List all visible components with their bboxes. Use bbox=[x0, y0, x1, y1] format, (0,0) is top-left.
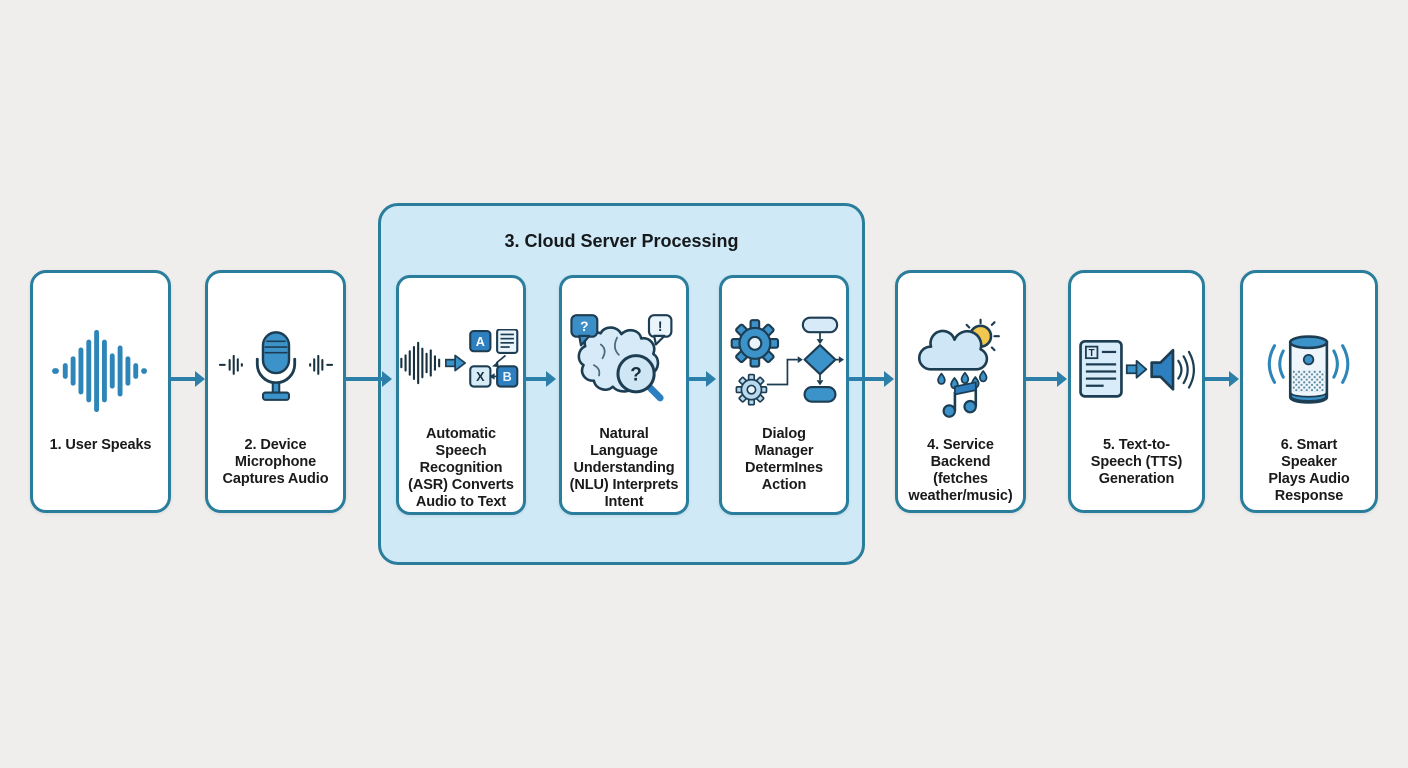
arrow-cloud-to-step4 bbox=[846, 371, 894, 387]
arrow-step5-to-step6 bbox=[1205, 371, 1239, 387]
step-card-service-backend: 4. Service Backend (fetches weather/musi… bbox=[895, 270, 1026, 513]
svg-text:?: ? bbox=[630, 365, 642, 386]
step-card-dialog-manager: Dialog Manager DetermInes Action bbox=[719, 275, 849, 515]
microphone-icon bbox=[215, 309, 337, 433]
step-label-nlu: Natural Language Understanding (NLU) Int… bbox=[569, 426, 679, 510]
gears-flowchart-icon bbox=[724, 304, 844, 422]
svg-text:!: ! bbox=[658, 319, 663, 334]
brain-analysis-icon: ? ! ? bbox=[568, 304, 680, 422]
arrow-asr-to-nlu bbox=[523, 371, 556, 387]
arrow-step2-to-cloud bbox=[345, 371, 392, 387]
svg-text:B: B bbox=[503, 370, 512, 384]
cloud-server-group: 3. Cloud Server Processing bbox=[378, 203, 865, 565]
arrow-nlu-to-dialog bbox=[686, 371, 716, 387]
cloud-group-title: 3. Cloud Server Processing bbox=[504, 231, 739, 251]
step-label-user-speaks: 1. User Speaks bbox=[49, 437, 152, 453]
step-card-smart-speaker: 6. Smart Speaker Plays Audio Response bbox=[1240, 270, 1378, 513]
step-label-dialog-manager: Dialog Manager DetermInes Action bbox=[745, 426, 823, 493]
speech-to-text-icon: A X B bbox=[398, 304, 524, 422]
step-label-service-backend: 4. Service Backend (fetches weather/musi… bbox=[908, 437, 1013, 504]
audio-waveform-icon bbox=[49, 309, 153, 433]
smart-speaker-icon bbox=[1250, 309, 1368, 433]
text-to-speech-icon: T bbox=[1077, 309, 1197, 433]
svg-text:A: A bbox=[476, 335, 485, 349]
step-label-smart-speaker: 6. Smart Speaker Plays Audio Response bbox=[1268, 437, 1350, 504]
weather-music-icon bbox=[911, 309, 1011, 433]
step-label-asr: Automatic Speech Recognition (ASR) Conve… bbox=[408, 426, 514, 510]
step-card-user-speaks: 1. User Speaks bbox=[30, 270, 171, 513]
arrow-step4-to-step5 bbox=[1026, 371, 1067, 387]
step-card-nlu: ? ! ? Natural Language Understanding (NL… bbox=[559, 275, 689, 515]
step-label-tts: 5. Text-to-Speech (TTS) Generation bbox=[1090, 437, 1183, 487]
arrow-step1-to-step2 bbox=[170, 371, 205, 387]
step-card-device-microphone: 2. Device Microphone Captures Audio bbox=[205, 270, 346, 513]
svg-text:T: T bbox=[1088, 347, 1094, 358]
svg-text:?: ? bbox=[580, 319, 588, 334]
step-card-asr: A X B A bbox=[396, 275, 526, 515]
step-label-device-microphone: 2. Device Microphone Captures Audio bbox=[222, 437, 329, 487]
svg-text:X: X bbox=[476, 370, 485, 384]
step-card-tts: T 5. Text-to-Speech (TTS) Generat bbox=[1068, 270, 1205, 513]
